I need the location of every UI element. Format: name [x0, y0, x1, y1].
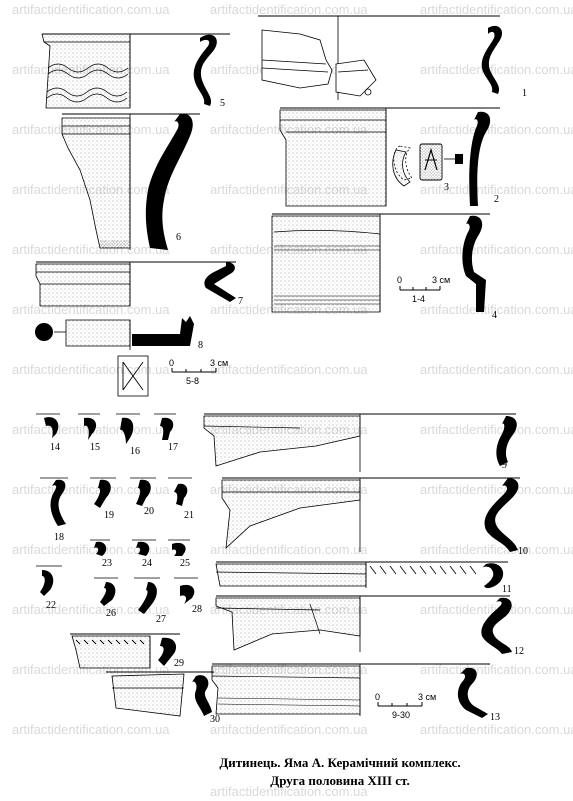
watermark-text: artifactidentification.com.ua — [210, 2, 368, 17]
figure-number: 24 — [142, 558, 152, 569]
figure-number: 29 — [174, 658, 184, 669]
scale-bar-5-8: 0 3 см 5-8 — [169, 358, 228, 386]
scale-range: 5-8 — [186, 376, 199, 386]
vessel-11 — [215, 561, 508, 589]
figure-number: 9 — [502, 460, 507, 471]
figure-number: 4 — [492, 310, 497, 321]
watermark-text: artifactidentification.com.ua — [420, 182, 573, 197]
figure-number: 15 — [90, 442, 100, 453]
watermark-text: artifactidentification.com.ua — [420, 242, 573, 257]
vessel-8 — [35, 316, 194, 397]
watermark-text: artifactidentification.com.ua — [420, 482, 573, 497]
vessel-3-stamp — [392, 143, 463, 187]
figure-number: 30 — [210, 714, 220, 725]
watermark-text: artifactidentification.com.ua — [12, 722, 170, 737]
rim-profiles-14-28 — [36, 413, 198, 614]
caption-line-2: Друга половина XIII ст. — [270, 773, 410, 788]
watermark-text: artifactidentification.com.ua — [420, 2, 573, 17]
watermark-text: artifactidentification.com.ua — [210, 722, 368, 737]
figure-number: 11 — [502, 584, 512, 595]
figure-number: 28 — [192, 604, 202, 615]
watermark-text: artifactidentification.com.ua — [12, 242, 170, 257]
vessel-13 — [211, 663, 490, 718]
figure-number: 1 — [522, 88, 527, 99]
scale-max: 3 см — [432, 275, 450, 285]
vessel-4 — [271, 213, 490, 313]
scale-bar-9-30: 0 3 см 9-30 — [375, 692, 436, 720]
scale-zero: 0 — [375, 692, 380, 702]
scale-zero: 0 — [169, 358, 174, 368]
watermark-text: artifactidentification.com.ua — [12, 2, 170, 17]
figure-number: 14 — [50, 442, 60, 453]
vessel-1 — [258, 15, 503, 100]
scale-max: 3 см — [418, 692, 436, 702]
watermark-text: artifactidentification.com.ua — [210, 362, 368, 377]
figure-number: 3 — [444, 182, 449, 193]
figure-number: 23 — [102, 558, 112, 569]
watermark-text: artifactidentification.com.ua — [12, 362, 170, 377]
figure-number: 20 — [144, 506, 154, 517]
figure-number: 22 — [46, 600, 56, 611]
figure-number: 16 — [130, 446, 140, 457]
watermark-text: artifactidentification.com.ua — [420, 542, 573, 557]
watermark-text: artifactidentification.com.ua — [420, 422, 573, 437]
vessel-5 — [41, 33, 230, 109]
figure-number: 13 — [490, 712, 500, 723]
vessel-30 — [106, 671, 214, 717]
vessel-7 — [35, 261, 236, 307]
scale-bar-1-4: 0 3 см 1-4 — [397, 275, 450, 304]
figure-number: 25 — [180, 558, 190, 569]
watermark-text: artifactidentification.com.ua — [210, 542, 368, 557]
caption-line-1: Дитинець. Яма А. Керамічний комплекс. — [219, 755, 461, 770]
watermark-text: artifactidentification.com.ua — [420, 662, 573, 677]
scale-max: 3 см — [210, 358, 228, 368]
vessel-12 — [215, 595, 512, 654]
watermark-text: artifactidentification.com.ua — [210, 784, 368, 799]
watermark-text: artifactidentification.com.ua — [420, 722, 573, 737]
figure-number: 2 — [494, 194, 499, 205]
scale-range: 9-30 — [392, 710, 410, 720]
vessel-2 — [279, 107, 500, 207]
figure-number: 5 — [220, 98, 225, 109]
vessel-29 — [70, 633, 180, 669]
watermark-text: artifactidentification.com.ua — [420, 302, 573, 317]
watermark-text: artifactidentification.com.ua — [12, 602, 170, 617]
figure-number: 21 — [184, 510, 194, 521]
figure-number: 18 — [54, 532, 64, 543]
vessel-6 — [61, 113, 200, 250]
scale-zero: 0 — [397, 275, 402, 285]
watermark-text: artifactidentification.com.ua — [420, 122, 573, 137]
watermark-text: artifactidentification.com.ua — [420, 362, 573, 377]
vessel-10 — [221, 477, 520, 552]
figure-number: 17 — [168, 442, 178, 453]
scale-range: 1-4 — [412, 294, 425, 304]
figure-number: 8 — [198, 340, 203, 351]
watermark-text: artifactidentification.com.ua — [420, 62, 573, 77]
figure-number: 26 — [106, 608, 116, 619]
figure-number: 7 — [238, 296, 243, 307]
figure-number: 27 — [156, 614, 166, 625]
figure-number: 12 — [514, 646, 524, 657]
figure-number: 6 — [176, 232, 181, 243]
watermark-text: artifactidentification.com.ua — [12, 482, 170, 497]
watermark-text: artifactidentification.com.ua — [12, 542, 170, 557]
figure-number: 19 — [104, 510, 114, 521]
vessel-9 — [203, 413, 517, 472]
figure-numbers: 1 2 3 4 5 6 7 8 9 10 11 12 13 14 15 16 1… — [46, 88, 528, 725]
figure-number: 10 — [518, 546, 528, 557]
